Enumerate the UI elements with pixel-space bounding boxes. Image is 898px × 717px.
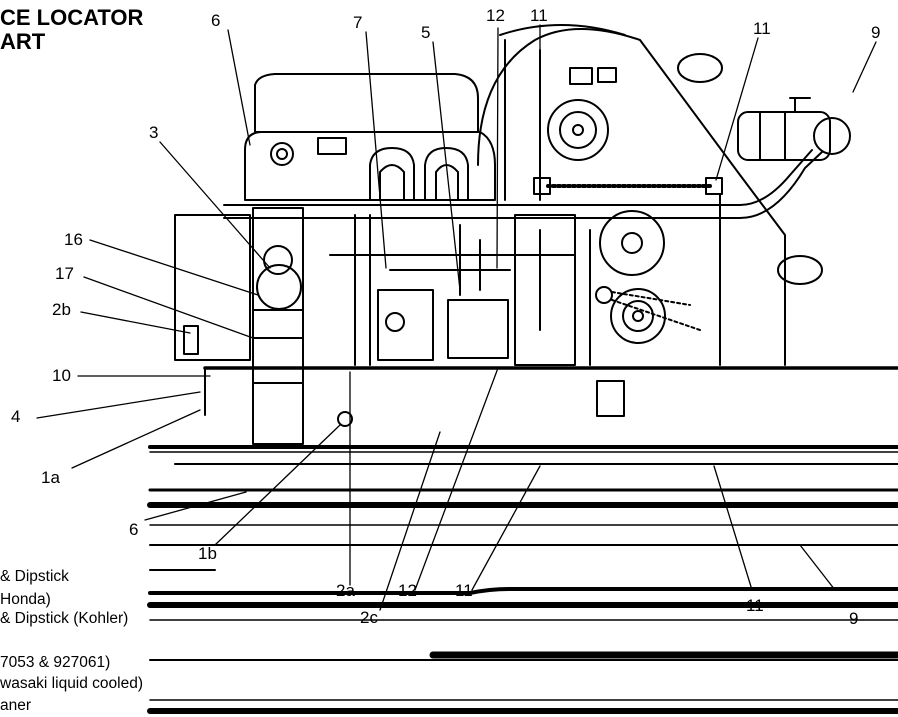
- legend-item-5: wasaki liquid cooled): [0, 675, 144, 692]
- callout-17: 17: [55, 264, 74, 283]
- title-line-2: ART: [0, 29, 46, 54]
- legend-item-1: & Dipstick: [0, 568, 69, 585]
- callout-2c: 2c: [360, 608, 378, 627]
- legend-item-6: aner: [0, 697, 32, 714]
- callout-12-top: 12: [486, 6, 505, 25]
- pulleys: [547, 99, 701, 344]
- deck-lines: [147, 366, 898, 714]
- title-line-1: CE LOCATOR: [0, 5, 144, 30]
- callout-2a: 2a: [336, 581, 355, 600]
- callout-2b: 2b: [52, 300, 71, 319]
- belt-guard: [477, 24, 786, 366]
- callout-7: 7: [353, 13, 363, 32]
- callout-10: 10: [52, 366, 71, 385]
- legend-item-3: & Dipstick (Kohler): [0, 610, 129, 627]
- callout-11-bottom-left: 11: [455, 581, 473, 600]
- callout-3: 3: [149, 123, 159, 142]
- callout-11-top-left: 11: [530, 6, 548, 25]
- spring-and-frame: [223, 149, 823, 219]
- legend-item-4: 7053 & 927061): [0, 654, 111, 671]
- leader-lines: [36, 24, 877, 611]
- callout-12-bottom: 12: [398, 581, 417, 600]
- callout-4: 4: [11, 407, 21, 426]
- callout-11-bottom-right: 11: [746, 596, 764, 615]
- control-column: [174, 207, 353, 445]
- callout-16: 16: [64, 230, 83, 249]
- callout-9-bottom: 9: [849, 609, 859, 628]
- valve-bodies: [329, 214, 591, 366]
- callout-9-top: 9: [871, 23, 881, 42]
- legend-item-2: Honda): [0, 591, 51, 608]
- engine-housing: [244, 73, 496, 201]
- callout-1b: 1b: [198, 544, 217, 563]
- callout-6-bottom: 6: [129, 520, 139, 539]
- hydraulic-pump: [677, 53, 851, 285]
- callout-6-top: 6: [211, 11, 221, 30]
- callout-5: 5: [421, 23, 431, 42]
- callout-1a: 1a: [41, 468, 60, 487]
- callout-11-top-right: 11: [753, 19, 771, 38]
